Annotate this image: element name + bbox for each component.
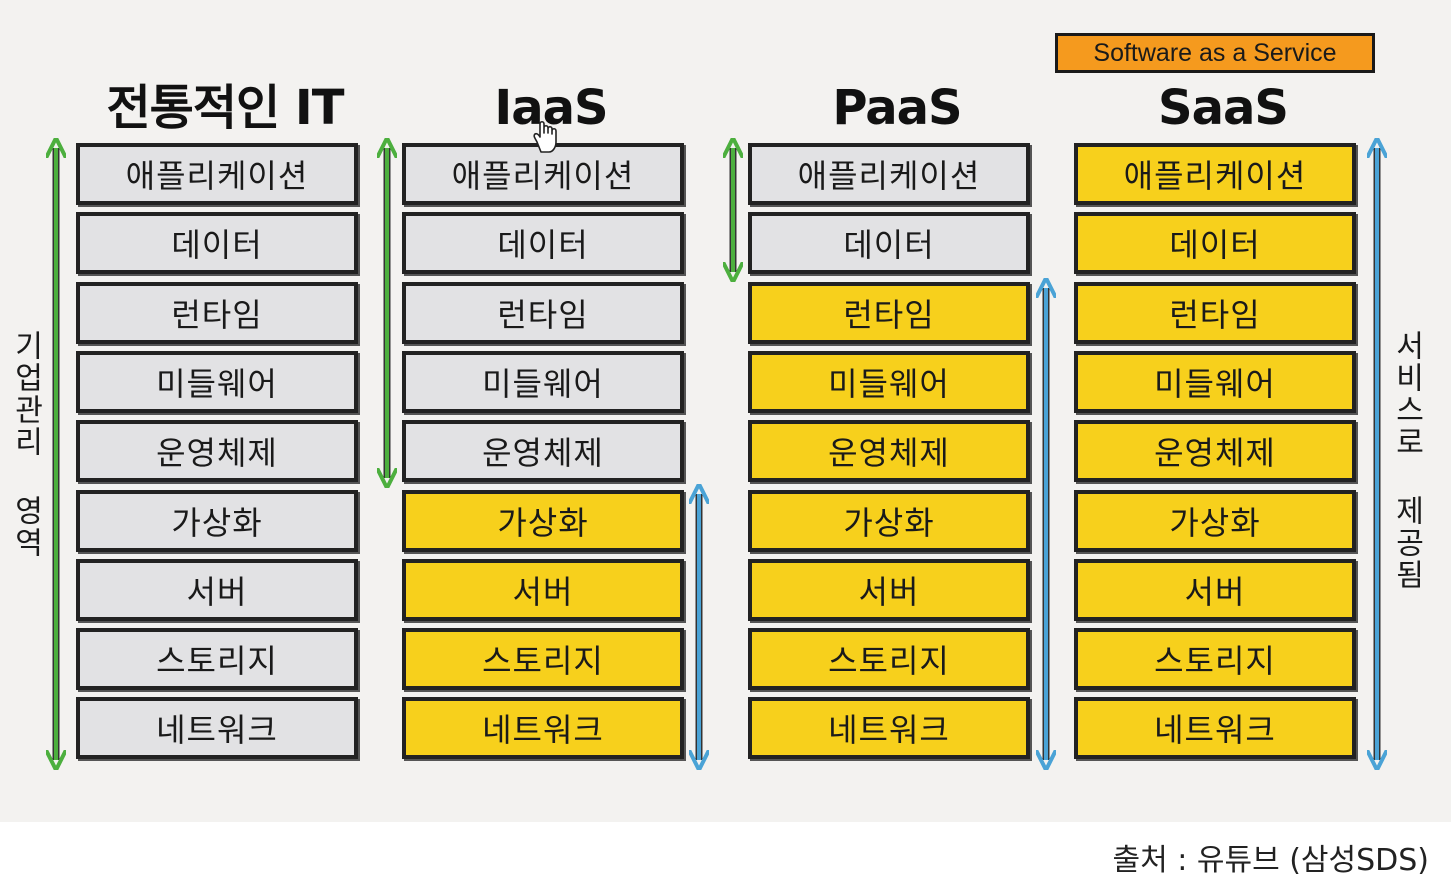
layer-box: 운영체제: [1074, 420, 1356, 482]
layer-box: 스토리지: [76, 628, 358, 690]
column-title-paas: PaaS: [832, 80, 962, 136]
layer-box: 런타임: [76, 282, 358, 344]
layer-box: 애플리케이션: [76, 143, 358, 205]
source-caption: 출처 : 유튜브 (삼성SDS): [1112, 843, 1429, 878]
layer-box: 스토리지: [402, 628, 684, 690]
layer-box: 서버: [402, 559, 684, 621]
layer-box: 런타임: [402, 282, 684, 344]
provided-as-service-label: 서비스로 제공됨: [1389, 330, 1424, 591]
hand-cursor-icon: [533, 120, 557, 153]
layer-box: 서버: [76, 559, 358, 621]
layer-box: 서버: [1074, 559, 1356, 621]
enterprise-managed-label: 기업관리 영역: [8, 330, 43, 559]
layer-box: 데이터: [1074, 212, 1356, 274]
layer-box: 스토리지: [1074, 628, 1356, 690]
layer-box: 네트워크: [76, 697, 358, 759]
layer-box: 네트워크: [1074, 697, 1356, 759]
layer-box: 운영체제: [402, 420, 684, 482]
layer-box: 미들웨어: [748, 351, 1030, 413]
layer-box: 미들웨어: [1074, 351, 1356, 413]
layer-box: 가상화: [76, 490, 358, 552]
saas-definition-badge: Software as a Service: [1055, 33, 1375, 73]
layer-box: 런타임: [1074, 282, 1356, 344]
layer-box: 미들웨어: [402, 351, 684, 413]
layer-box: 데이터: [76, 212, 358, 274]
layer-box: 가상화: [1074, 490, 1356, 552]
layer-box: 미들웨어: [76, 351, 358, 413]
layer-box: 가상화: [402, 490, 684, 552]
layer-box: 애플리케이션: [1074, 143, 1356, 205]
layer-box: 애플리케이션: [748, 143, 1030, 205]
layer-box: 네트워크: [748, 697, 1030, 759]
layer-box: 운영체제: [748, 420, 1030, 482]
layer-box: 네트워크: [402, 697, 684, 759]
layer-box: 서버: [748, 559, 1030, 621]
layer-box: 애플리케이션: [402, 143, 684, 205]
layer-box: 스토리지: [748, 628, 1030, 690]
column-title-traditional-it: 전통적인 IT: [106, 80, 345, 136]
layer-box: 데이터: [402, 212, 684, 274]
layer-box: 가상화: [748, 490, 1030, 552]
layer-box: 데이터: [748, 212, 1030, 274]
range-arrows: [0, 0, 1451, 822]
layer-box: 운영체제: [76, 420, 358, 482]
column-title-saas: SaaS: [1158, 80, 1289, 136]
diagram-canvas: 전통적인 IT IaaS PaaS SaaS Software as a Ser…: [0, 0, 1451, 822]
layer-box: 런타임: [748, 282, 1030, 344]
